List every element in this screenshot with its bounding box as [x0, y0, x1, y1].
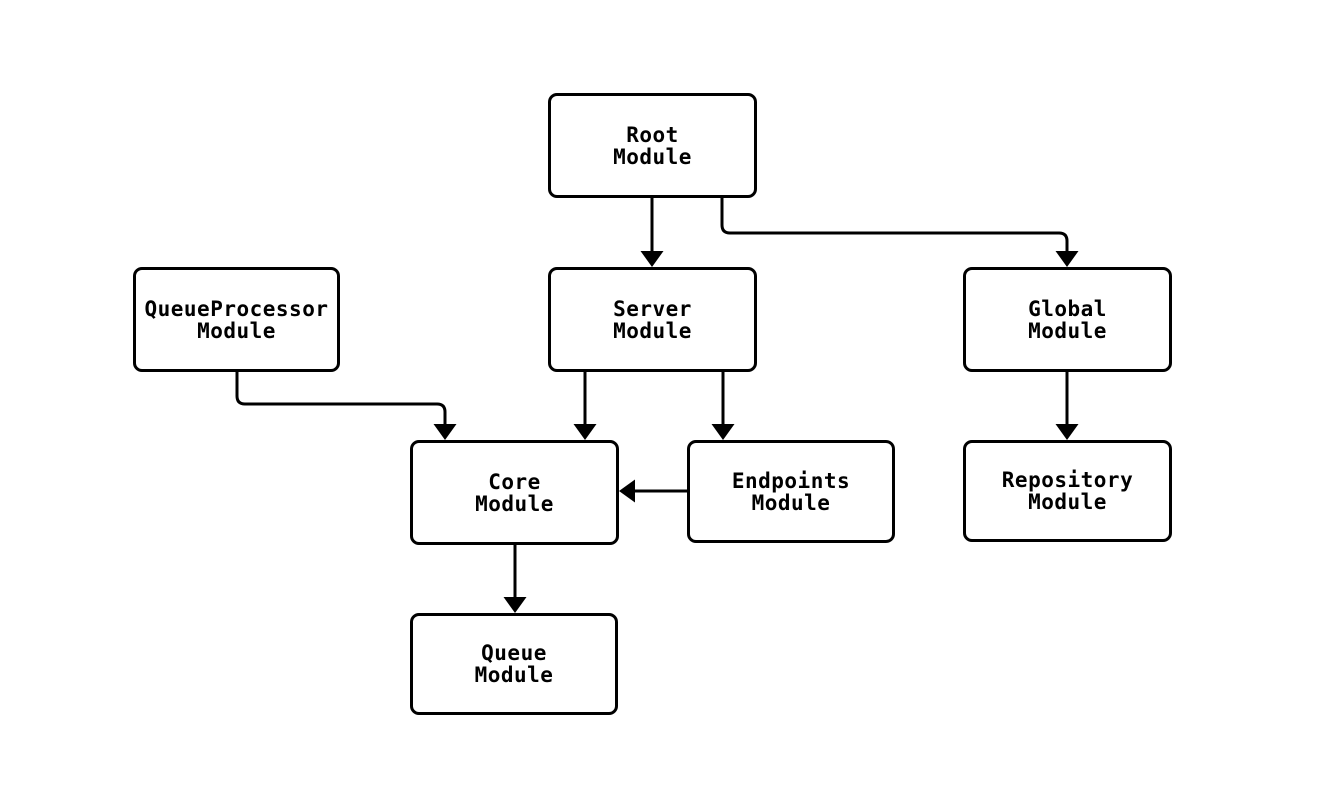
arrowhead-root-module-to-server-module	[640, 251, 664, 267]
node-global-module-label-line-1: Global	[1028, 296, 1107, 321]
node-server-module-label-line-1: Server	[613, 296, 692, 321]
node-core-module-label-line-2: Module	[475, 491, 554, 516]
node-queueprocessor-module-label-line-2: Module	[197, 318, 276, 343]
node-repository-module-label-line-1: Repository	[1001, 468, 1134, 492]
arrowhead-server-module-to-endpoints-module	[711, 424, 735, 440]
node-server-module-label-line-2: Module	[613, 318, 692, 343]
edge-queueprocessor-module-to-core-module	[235, 372, 447, 425]
node-endpoints-module-label-line-1: Endpoints	[731, 468, 851, 493]
arrowhead-queueprocessor-module-to-core-module	[433, 424, 457, 440]
node-root-module-label-line-2: Module	[613, 144, 692, 169]
edge-root-module-to-global-module	[720, 198, 1069, 252]
arrowhead-core-module-to-queue-module	[503, 597, 527, 613]
node-repository-module-label-line-2: Module	[1028, 490, 1107, 514]
node-core-module-label-line-1: Core	[488, 469, 541, 494]
node-queue-module-label-line-2: Module	[474, 663, 554, 687]
arrowhead-global-module-to-repository-module	[1055, 424, 1079, 440]
node-root-module-label-line-1: Root	[626, 122, 679, 147]
arrowhead-root-module-to-global-module	[1055, 251, 1079, 267]
arrowhead-endpoints-module-to-core-module	[619, 479, 635, 503]
node-queue-module-label-line-1: Queue	[481, 641, 547, 665]
arrowhead-server-module-to-core-module	[573, 424, 597, 440]
node-queueprocessor-module-label-line-1: QueueProcessor	[144, 296, 329, 321]
node-endpoints-module-label-line-2: Module	[751, 490, 831, 515]
node-global-module-label-line-2: Module	[1028, 318, 1107, 343]
